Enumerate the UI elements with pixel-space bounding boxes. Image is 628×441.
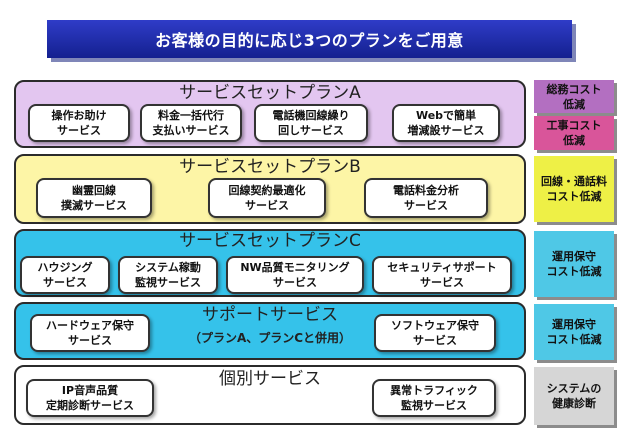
plan-c-panel: サービスセットプランC ハウジング サービス システム稼動 監視サービス NW品… — [14, 229, 526, 297]
side-label-ops-cost-support: 運用保守 コスト低減 — [534, 304, 614, 360]
title-banner: お客様の目的に応じ3つのプランをご用意 — [47, 20, 572, 58]
service-label-line1: 異常トラフィック — [390, 384, 478, 397]
support-subtitle: （プランA、プランCと併用） — [188, 331, 352, 345]
plan-c-service-3: NW品質モニタリング サービス — [226, 256, 364, 294]
service-label-line2: サービス — [273, 276, 317, 289]
side-label-line2: コスト低減 — [546, 333, 602, 346]
individual-service-2: 異常トラフィック 監視サービス — [372, 379, 496, 417]
service-label-line1: 電話料金分析 — [393, 184, 459, 197]
side-label-line1: 工事コスト — [546, 119, 602, 132]
individual-title: 個別サービス — [219, 369, 321, 389]
service-label-line1: 回線契約最適化 — [228, 184, 306, 197]
side-label-line-call-cost: 回線・通話料 コスト低減 — [534, 156, 614, 222]
support-service-1: ハードウェア保守 サービス — [30, 314, 150, 352]
service-label-line2: サービス — [68, 334, 112, 347]
plan-b-service-1: 幽霊回線 撲滅サービス — [36, 178, 152, 218]
service-label-line2: サービス — [57, 124, 101, 137]
plan-c-service-4: セキュリティサポート サービス — [372, 256, 512, 294]
service-label-line1: システム稼動 — [135, 261, 201, 274]
plan-a-panel: サービスセットプランA 操作お助け サービス 料金一括代行 支払いサービス 電話… — [14, 80, 526, 148]
side-label-ops-cost-c: 運用保守 コスト低減 — [534, 231, 614, 297]
plan-a-service-4: Webで簡単 増減設サービス — [392, 104, 500, 142]
plan-a-service-1: 操作お助け サービス — [28, 104, 130, 142]
service-label-line2: サービス — [43, 276, 87, 289]
page-title: お客様の目的に応じ3つのプランをご用意 — [155, 31, 464, 50]
side-label-line2: 低減 — [563, 97, 585, 111]
service-label-line2: サービス — [413, 334, 457, 347]
service-label-line1: ハウジング — [37, 261, 93, 274]
service-label-line2: 監視サービス — [401, 399, 467, 412]
support-panel: サポートサービス （プランA、プランCと併用） ハードウェア保守 サービス ソフ… — [14, 302, 526, 360]
side-label-construction-cost: 工事コスト 低減 — [534, 116, 614, 150]
service-label-line2: 増減設サービス — [407, 124, 485, 137]
support-title: サポートサービス — [202, 305, 338, 325]
service-label-line2: サービス — [245, 199, 289, 212]
service-label-line1: 操作お助け — [51, 109, 107, 122]
plan-b-panel: サービスセットプランB 幽霊回線 撲滅サービス 回線契約最適化 サービス 電話料… — [14, 154, 526, 224]
side-label-line1: 回線・通話料 — [541, 175, 607, 188]
plan-c-service-2: システム稼動 監視サービス — [118, 256, 218, 294]
side-label-line2: コスト低減 — [546, 190, 602, 203]
support-service-2: ソフトウェア保守 サービス — [374, 314, 496, 352]
side-label-general-cost: 総務コスト 低減 — [534, 80, 614, 113]
service-label-line1: IP音声品質 — [61, 384, 119, 397]
individual-panel: 個別サービス IP音声品質 定期診断サービス 異常トラフィック 監視サービス — [14, 365, 526, 425]
service-label-line2: 監視サービス — [135, 276, 201, 289]
plan-a-title: サービスセットプランA — [179, 83, 361, 103]
service-label-line1: ハードウェア保守 — [46, 319, 134, 332]
service-label-line1: 電話機回線繰り — [272, 109, 350, 122]
service-label-line2: 回しサービス — [278, 124, 344, 137]
plan-b-service-2: 回線契約最適化 サービス — [208, 178, 326, 218]
plan-b-service-3: 電話料金分析 サービス — [364, 178, 488, 218]
side-label-line2: 低減 — [563, 134, 585, 147]
service-label-line1: セキュリティサポート — [387, 261, 497, 274]
service-label-line2: 支払いサービス — [152, 124, 230, 137]
side-label-line2: 健康診断 — [552, 397, 596, 410]
service-label-line1: 幽霊回線 — [72, 184, 116, 197]
individual-service-1: IP音声品質 定期診断サービス — [26, 379, 154, 417]
service-label-line1: 料金一括代行 — [158, 109, 224, 122]
plan-a-service-3: 電話機回線繰り 回しサービス — [254, 104, 368, 142]
service-label-line2: 定期診断サービス — [46, 399, 134, 412]
service-label-line1: ソフトウェア保守 — [391, 319, 479, 332]
plan-c-service-1: ハウジング サービス — [20, 256, 110, 294]
side-label-health-check: システムの 健康診断 — [534, 367, 614, 425]
service-label-line2: 撲滅サービス — [61, 199, 127, 212]
side-label-line1: 運用保守 — [552, 250, 596, 263]
plan-c-title: サービスセットプランC — [179, 231, 361, 251]
service-label-line1: NW品質モニタリング — [240, 261, 350, 274]
plan-b-title: サービスセットプランB — [179, 157, 361, 177]
side-label-line1: 総務コスト — [546, 82, 602, 96]
service-label-line2: サービス — [404, 199, 448, 212]
plan-a-service-2: 料金一括代行 支払いサービス — [140, 104, 242, 142]
service-label-line2: サービス — [420, 276, 464, 289]
side-label-line1: システムの — [546, 382, 602, 395]
service-label-line1: Webで簡単 — [415, 109, 477, 122]
side-label-line2: コスト低減 — [546, 265, 602, 278]
side-label-line1: 運用保守 — [552, 318, 596, 331]
